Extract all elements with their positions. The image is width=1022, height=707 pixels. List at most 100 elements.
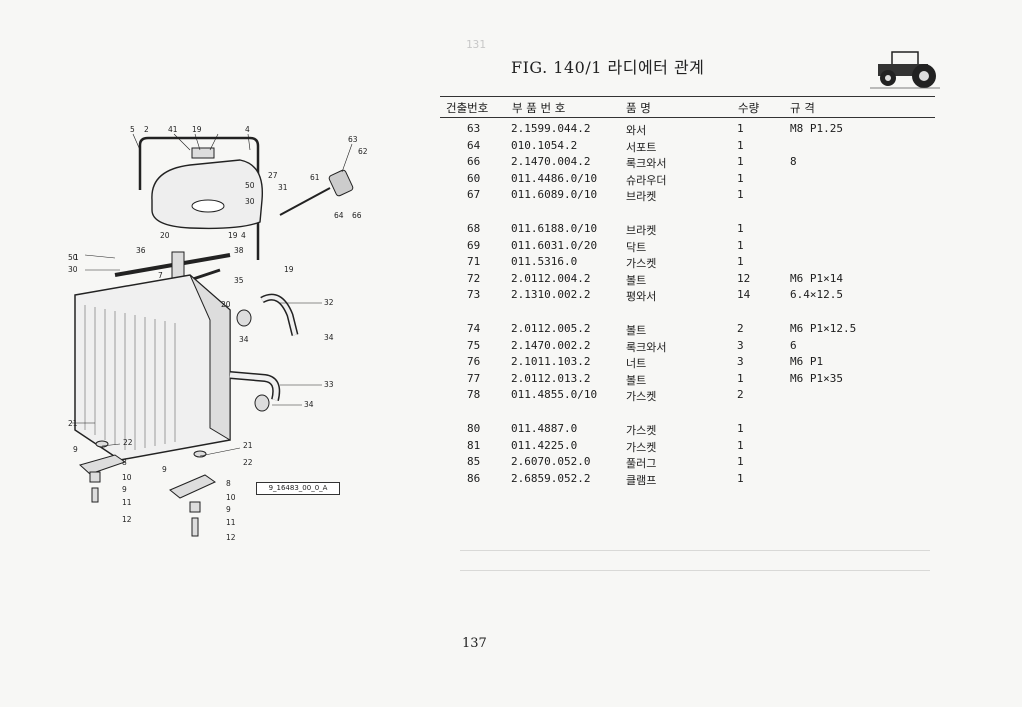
svg-text:19: 19 bbox=[228, 231, 238, 240]
svg-text:11: 11 bbox=[226, 518, 236, 527]
cell-spec: M6 P1×12.5 bbox=[790, 322, 857, 335]
cell-item-no: 64 bbox=[467, 138, 481, 152]
svg-text:30: 30 bbox=[68, 265, 78, 274]
cell-item-no: 75 bbox=[467, 338, 481, 352]
cell-spec: M6 P1×35 bbox=[790, 371, 843, 385]
svg-text:19: 19 bbox=[284, 265, 294, 274]
svg-text:50: 50 bbox=[245, 181, 255, 190]
cell-item-no: 73 bbox=[467, 288, 481, 302]
cell-part-number: 2.1599.044.2 bbox=[511, 122, 591, 135]
svg-text:32: 32 bbox=[324, 298, 334, 307]
cell-item-no: 81 bbox=[467, 438, 481, 452]
svg-text:5: 5 bbox=[130, 125, 135, 134]
col-qty: 수량 bbox=[738, 101, 760, 115]
cell-part-number: 011.4855.0/10 bbox=[511, 388, 598, 402]
cell-quantity: 3 bbox=[737, 338, 744, 352]
svg-text:34: 34 bbox=[324, 333, 334, 342]
cell-part-name: 록크와서 bbox=[626, 340, 667, 354]
svg-text:63: 63 bbox=[348, 135, 358, 144]
cell-spec: 8 bbox=[790, 155, 797, 169]
svg-text:27: 27 bbox=[268, 171, 278, 180]
cell-part-number: 011.6188.0/10 bbox=[511, 222, 598, 235]
table-header: 건출번호 부 품 번 호 품 명 수량 규 격 bbox=[440, 96, 935, 118]
cell-part-name: 가스켓 bbox=[626, 424, 657, 437]
svg-text:11: 11 bbox=[122, 498, 132, 507]
cell-item-no: 66 bbox=[467, 155, 481, 169]
cell-item-no: 67 bbox=[467, 188, 481, 202]
cell-item-no: 60 bbox=[467, 171, 481, 185]
cell-item-no: 74 bbox=[467, 322, 481, 335]
cell-item-no: 63 bbox=[467, 122, 481, 135]
cell-item-no: 85 bbox=[467, 455, 481, 469]
cell-item-no: 76 bbox=[467, 355, 481, 369]
cell-part-number: 011.5316.0 bbox=[511, 255, 578, 269]
cell-quantity: 1 bbox=[737, 238, 744, 252]
cell-part-number: 011.6089.0/10 bbox=[511, 188, 598, 202]
table-row: 63 2.1599.044.2 와서 1 M8 P1.25 bbox=[440, 122, 935, 138]
svg-text:33: 33 bbox=[324, 380, 334, 389]
svg-text:61: 61 bbox=[310, 173, 320, 182]
svg-text:64: 64 bbox=[334, 211, 344, 220]
cell-quantity: 1 bbox=[737, 422, 744, 435]
col-no: 건출번호 bbox=[446, 101, 489, 115]
cell-part-name: 클램프 bbox=[626, 473, 657, 487]
cell-part-number: 2.0112.013.2 bbox=[511, 371, 591, 385]
svg-text:7: 7 bbox=[158, 271, 163, 280]
cell-quantity: 1 bbox=[737, 371, 744, 385]
tractor-icon bbox=[870, 51, 940, 89]
cell-quantity: 2 bbox=[737, 322, 744, 335]
cell-spec: 6.4×12.5 bbox=[790, 288, 843, 302]
cell-part-number: 011.4486.0/10 bbox=[511, 171, 598, 185]
col-name: 품 명 bbox=[626, 101, 651, 115]
svg-text:20: 20 bbox=[221, 300, 231, 309]
cell-spec: M8 P1.25 bbox=[790, 122, 843, 135]
cell-item-no: 77 bbox=[467, 371, 481, 385]
cell-quantity: 1 bbox=[737, 222, 744, 235]
svg-text:8: 8 bbox=[226, 479, 231, 488]
svg-text:21: 21 bbox=[243, 441, 253, 450]
cell-spec: M6 P1×14 bbox=[790, 271, 843, 285]
cell-quantity: 3 bbox=[737, 355, 744, 369]
parts-table: 건출번호 부 품 번 호 품 명 수량 규 격 63 2.1599.044.2 와서… bbox=[440, 96, 935, 487]
cell-quantity: 1 bbox=[737, 438, 744, 452]
cell-quantity: 12 bbox=[737, 271, 751, 285]
cell-quantity: 14 bbox=[737, 288, 751, 302]
svg-text:30: 30 bbox=[245, 197, 255, 206]
cell-part-name: 록크와서 bbox=[626, 157, 667, 171]
col-part: 부 품 번 호 bbox=[512, 101, 566, 115]
cell-quantity: 1 bbox=[737, 255, 744, 269]
cell-part-name: 슈라우더 bbox=[626, 173, 667, 187]
cell-item-no: 78 bbox=[467, 388, 481, 402]
page-number: 137 bbox=[462, 636, 487, 651]
cell-part-name: 와서 bbox=[626, 124, 647, 137]
svg-text:4: 4 bbox=[241, 231, 246, 240]
cell-item-no: 86 bbox=[467, 471, 481, 485]
cell-part-number: 011.4887.0 bbox=[511, 422, 578, 435]
cell-part-number: 010.1054.2 bbox=[511, 138, 578, 152]
svg-text:66: 66 bbox=[352, 211, 362, 220]
cell-quantity: 2 bbox=[737, 388, 744, 402]
bleed-through-mark: 131 bbox=[466, 38, 486, 51]
cell-quantity: 1 bbox=[737, 122, 744, 135]
cell-part-name: 너트 bbox=[626, 357, 647, 371]
svg-text:9: 9 bbox=[226, 505, 231, 514]
svg-text:20: 20 bbox=[160, 231, 170, 240]
cell-part-number: 2.0112.005.2 bbox=[511, 322, 591, 335]
svg-text:10: 10 bbox=[122, 473, 132, 482]
col-spec: 규 격 bbox=[790, 101, 815, 115]
cell-quantity: 1 bbox=[737, 188, 744, 202]
cell-quantity: 1 bbox=[737, 455, 744, 469]
cell-part-number: 011.6031.0/20 bbox=[511, 238, 598, 252]
cell-item-no: 69 bbox=[467, 238, 481, 252]
cell-part-name: 평와서 bbox=[626, 290, 657, 304]
cell-part-number: 2.1310.002.2 bbox=[511, 288, 591, 302]
